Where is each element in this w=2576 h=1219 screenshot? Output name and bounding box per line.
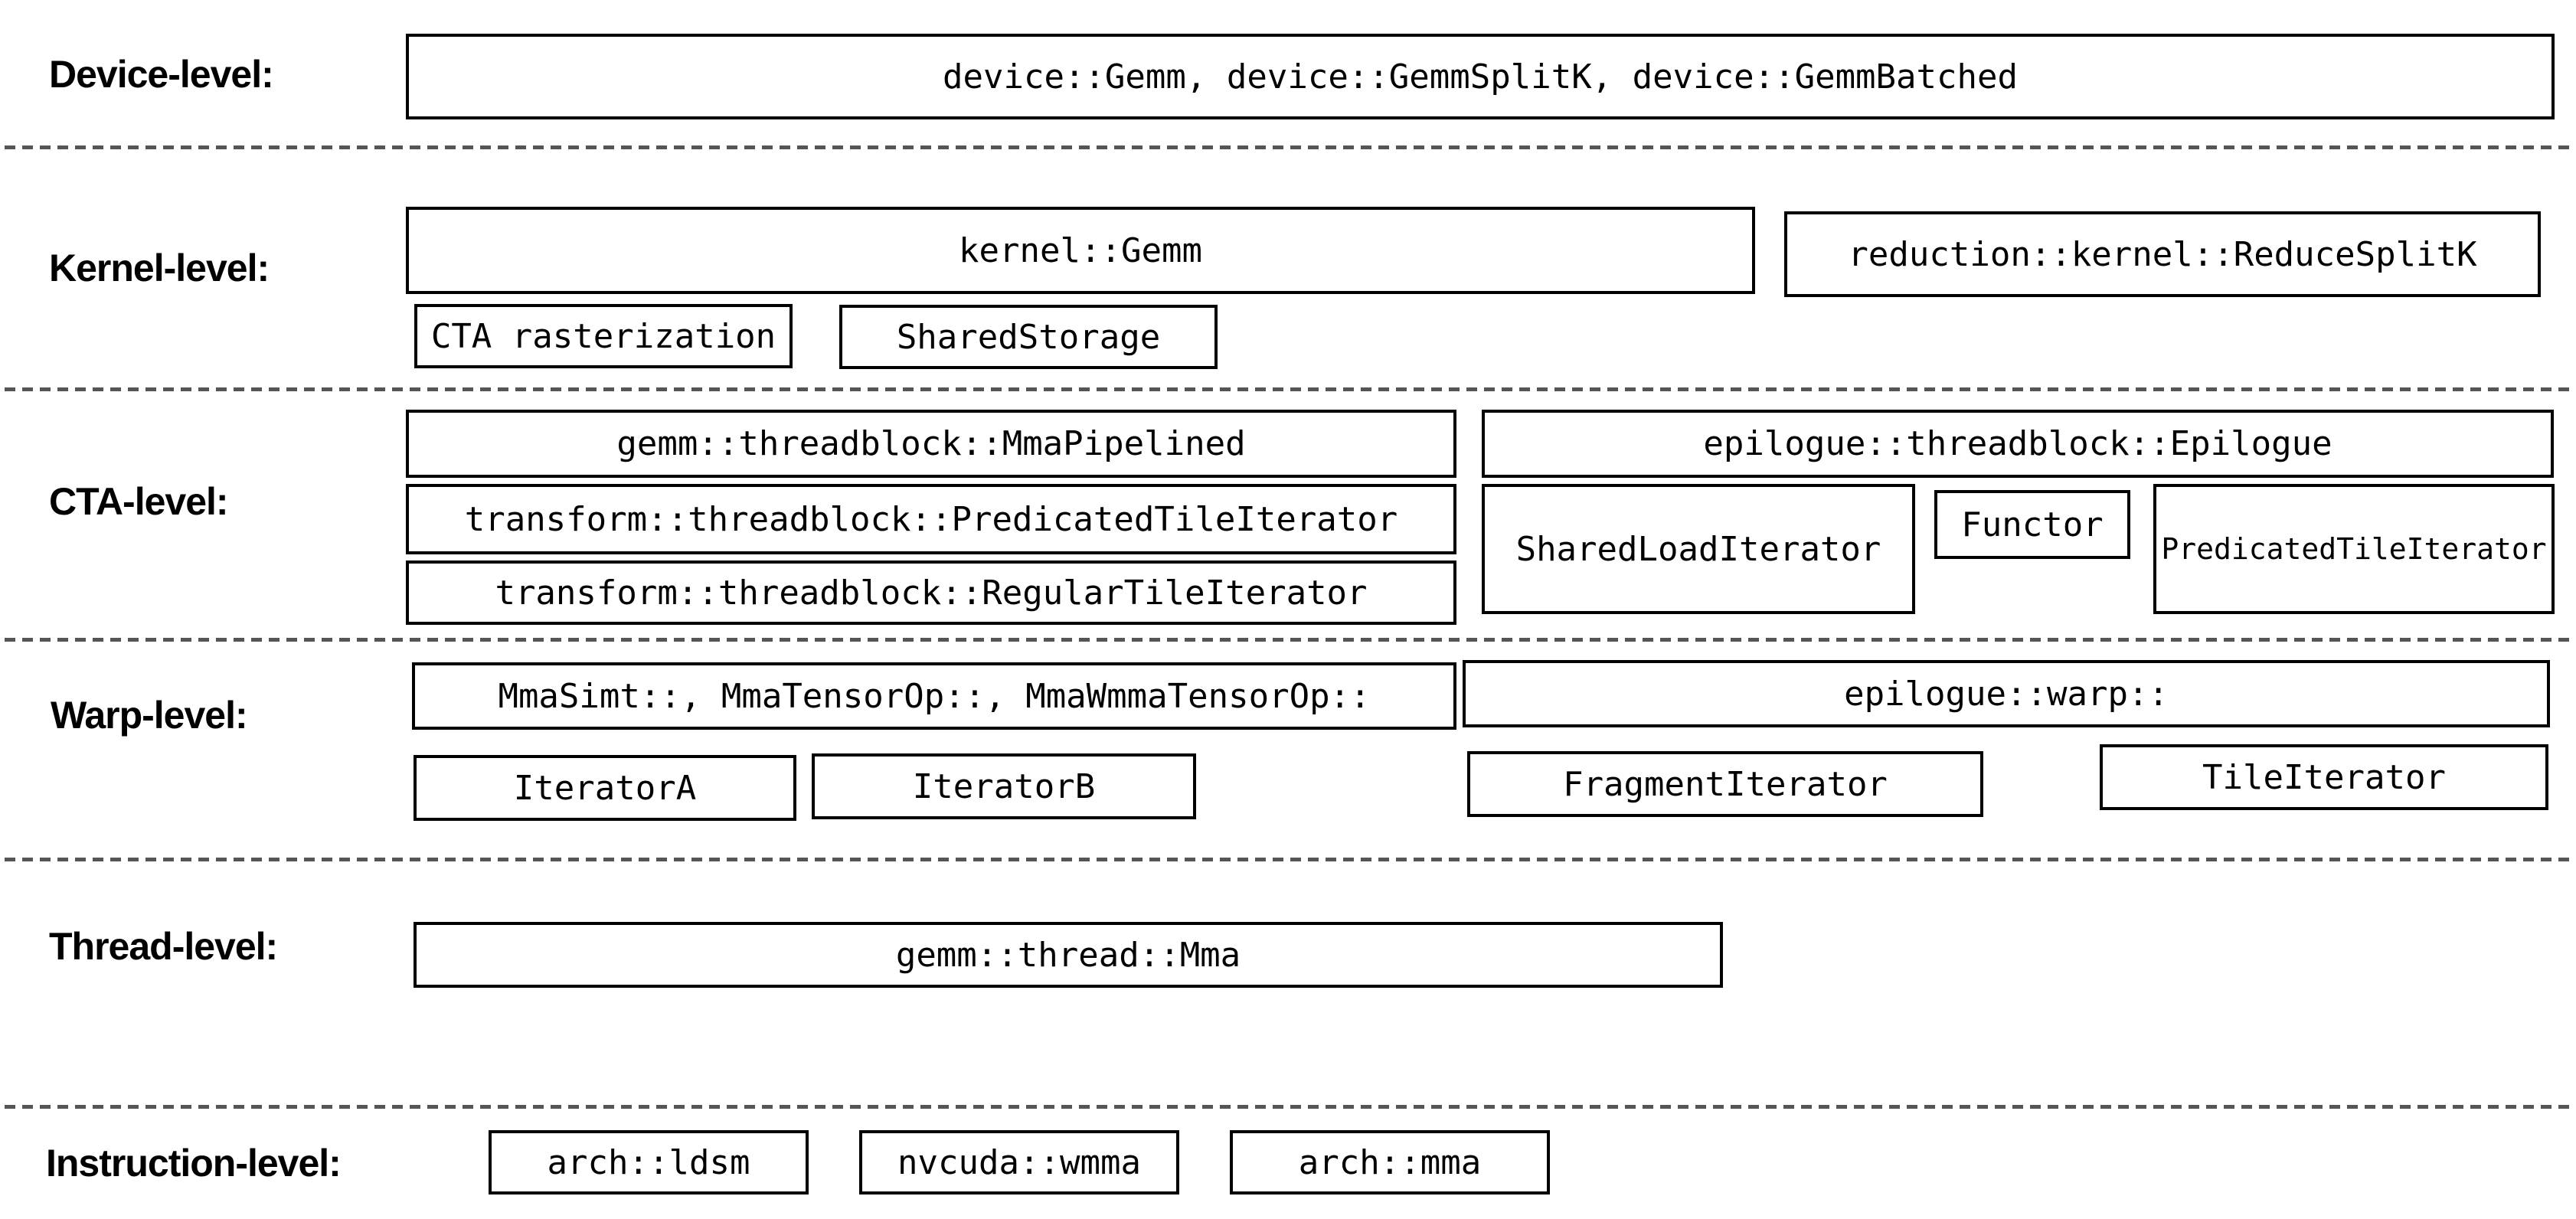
iterator-a-box: IteratorA [414,755,796,821]
functor-box: Functor [1934,490,2130,559]
epilogue-warp-box: epilogue::warp:: [1463,660,2550,727]
predicated-tile-iterator-transform-box: transform::threadblock::PredicatedTileIt… [406,484,1456,554]
predicated-tile-iterator-epilogue-box: PredicatedTileIterator [2153,484,2555,614]
dashed-separator-thread-instruction [5,1105,2574,1109]
kernel-level-label: Kernel-level: [49,247,270,289]
cta-rasterization-box: CTA rasterization [414,304,793,368]
kernel-gemm-box: kernel::Gemm [406,207,1755,294]
mma-pipelined-box: gemm::threadblock::MmaPipelined [406,410,1456,478]
iterator-b-box: IteratorB [812,753,1196,819]
gemm-thread-mma-box: gemm::thread::Mma [414,922,1723,988]
thread-level-label: Thread-level: [49,925,278,968]
nvcuda-wmma-box: nvcuda::wmma [859,1130,1179,1194]
dashed-separator-kernel-cta [5,387,2574,391]
tile-iterator-box: TileIterator [2100,744,2548,810]
shared-load-iterator-box: SharedLoadIterator [1482,484,1915,614]
dashed-separator-warp-thread [5,858,2574,861]
regular-tile-iterator-box: transform::threadblock::RegularTileItera… [406,560,1456,625]
fragment-iterator-box: FragmentIterator [1467,751,1983,817]
arch-ldsm-box: arch::ldsm [489,1130,809,1194]
shared-storage-box: SharedStorage [839,305,1218,369]
arch-mma-box: arch::mma [1230,1130,1550,1194]
epilogue-threadblock-box: epilogue::threadblock::Epilogue [1482,410,2554,478]
instruction-level-label: Instruction-level: [46,1142,342,1185]
mma-warp-box: MmaSimt::, MmaTensorOp::, MmaWmmaTensorO… [412,662,1456,730]
cta-level-label: CTA-level: [49,480,229,523]
reduce-splitk-box: reduction::kernel::ReduceSplitK [1784,211,2541,297]
device-gemm-box: device::Gemm, device::GemmSplitK, device… [406,34,2555,119]
dashed-separator-cta-warp [5,638,2574,642]
device-level-label: Device-level: [49,53,274,96]
dashed-separator-device-kernel [5,145,2574,149]
warp-level-label: Warp-level: [51,694,248,737]
